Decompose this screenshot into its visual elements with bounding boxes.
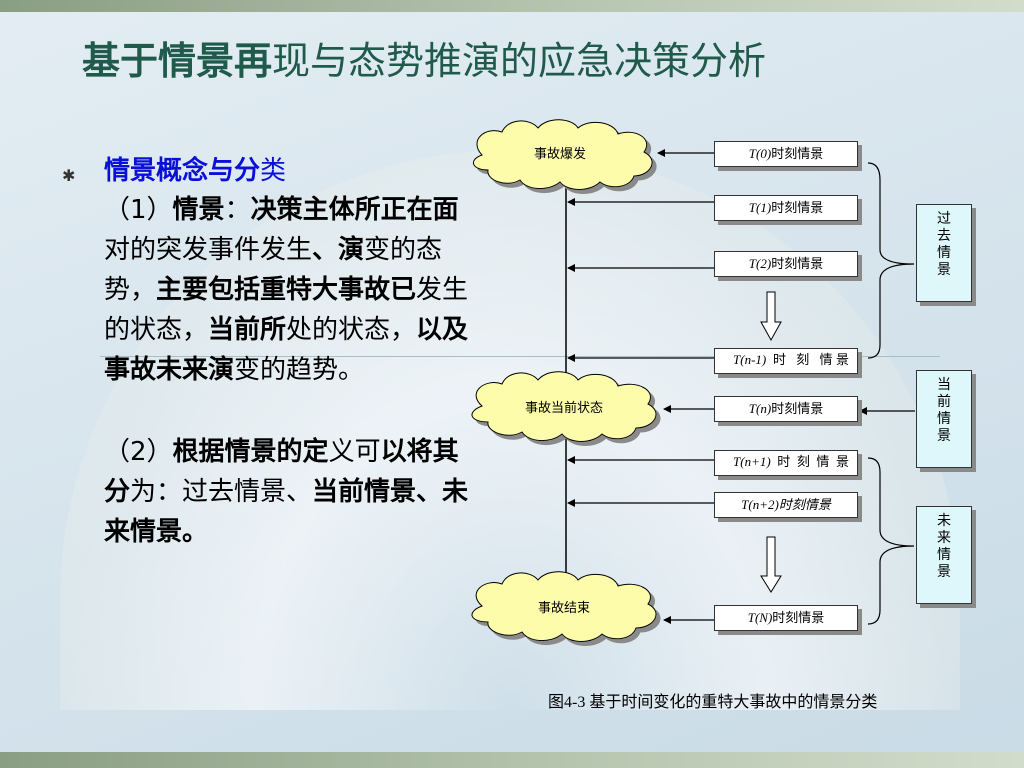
moment-symbol: T bbox=[733, 352, 741, 367]
moment-box-t2: T(2)时刻情景 bbox=[714, 251, 858, 277]
cloud-label-end: 事故结束 bbox=[537, 601, 590, 616]
brace-past bbox=[867, 162, 915, 359]
slide-title: 基于情景再现与态势推演的应急决策分析 bbox=[82, 30, 766, 85]
para1-seg: 决策主体所正在面 bbox=[250, 195, 459, 225]
moment-suffix: 时刻情景 bbox=[771, 401, 824, 416]
cloud-end bbox=[471, 571, 657, 642]
moment-index: (n+1) bbox=[740, 454, 771, 469]
classification-paragraph: （2）根据情景的定义可以将其分为：过去情景、当前情景、未来情景。 bbox=[104, 432, 484, 552]
concept-heading-rest: 类 bbox=[260, 156, 287, 186]
category-label-future: 未来情景 bbox=[937, 513, 951, 580]
para1-seg: 变的趋势。 bbox=[234, 355, 365, 385]
moment-suffix: 时刻情景 bbox=[772, 610, 825, 625]
moment-suffix: 时刻情景 bbox=[778, 497, 831, 512]
para2-seg: 义可 bbox=[328, 437, 381, 467]
cloud-current bbox=[471, 371, 657, 442]
moment-index: (1) bbox=[756, 200, 772, 215]
slide-title-bold: 基于情景再 bbox=[82, 39, 273, 83]
top-decorative-band bbox=[0, 0, 1024, 12]
para1-seg: 以及事故未来演 bbox=[104, 315, 469, 385]
concept-heading-bold: 情景概念与分 bbox=[104, 156, 261, 186]
moment-box-tn: T(n)时刻情景 bbox=[714, 396, 858, 422]
moment-box-tn-1: T(n-1) 时 刻 情景 bbox=[714, 348, 858, 374]
moment-symbol: T bbox=[748, 256, 757, 271]
moment-symbol: T bbox=[733, 454, 741, 469]
para1-seg: 、演 bbox=[312, 235, 365, 265]
moment-index: (N) bbox=[754, 610, 773, 625]
moment-suffix: 时刻情景 bbox=[770, 454, 849, 469]
hollow-down-arrow-future bbox=[760, 536, 782, 593]
moment-box-tn+2: T(n+2)时刻情景 bbox=[714, 492, 858, 518]
moment-suffix: 时 刻 情景 bbox=[766, 352, 849, 367]
moment-suffix: 时刻情景 bbox=[771, 256, 824, 271]
background-horizontal-rule bbox=[100, 356, 940, 357]
para1-seg: 当前所 bbox=[208, 315, 287, 345]
moment-box-tN: T(N)时刻情景 bbox=[714, 605, 858, 631]
moment-box-tn+1: T(n+1)时刻情景 bbox=[714, 450, 858, 476]
definition-paragraph: （1）情景：决策主体所正在面对的突发事件发生、演变的态势，主要包括重特大事故已发… bbox=[104, 190, 484, 390]
moment-box-t0: T(0)时刻情景 bbox=[714, 141, 858, 167]
figure-caption: 图4-3 基于时间变化的重特大事故中的情景分类 bbox=[548, 694, 878, 711]
para1-seg: 变的态势， bbox=[104, 235, 443, 305]
para1-seg: 对的突发事件发生 bbox=[104, 235, 313, 265]
moment-symbol: T bbox=[748, 146, 757, 161]
brace-future bbox=[867, 457, 915, 625]
concept-heading: 情景概念与分类 bbox=[104, 150, 484, 187]
para1-seg: （1） bbox=[104, 195, 173, 225]
para2-seg: 根据情景的定 bbox=[172, 437, 329, 467]
category-label-past: 过去情景 bbox=[937, 211, 951, 278]
category-label-present: 当前情景 bbox=[937, 377, 951, 444]
para1-seg: 处的状态， bbox=[286, 315, 417, 345]
moment-index: (n+2) bbox=[748, 497, 779, 512]
para2-seg: 以将其分 bbox=[104, 437, 459, 507]
bottom-decorative-band bbox=[0, 752, 1024, 768]
moment-symbol: T bbox=[748, 200, 757, 215]
para1-seg: 情景 bbox=[172, 195, 225, 225]
moment-index: (n) bbox=[756, 401, 772, 416]
bullet-asterisk-icon: ✱ bbox=[62, 166, 76, 185]
cloud-label-current: 事故当前状态 bbox=[524, 401, 603, 416]
cloud-label-start: 事故爆发 bbox=[533, 147, 586, 162]
category-box-future: 未来情景 bbox=[916, 506, 972, 604]
hollow-down-arrow-past bbox=[760, 291, 782, 342]
category-box-present: 当前情景 bbox=[916, 370, 972, 468]
para2-seg: （2） bbox=[104, 437, 173, 467]
para1-seg: 发生的状态， bbox=[104, 275, 469, 345]
moment-symbol: T bbox=[741, 497, 749, 512]
moment-index: (n-1) bbox=[740, 352, 767, 367]
moment-index: (2) bbox=[756, 256, 772, 271]
category-box-past: 过去情景 bbox=[916, 204, 972, 302]
para1-seg: 主要包括重特大事故已 bbox=[156, 275, 417, 305]
slide-title-rest: 现与态势推演的应急决策分析 bbox=[272, 39, 767, 83]
para2-seg: 当前情景、未来情景。 bbox=[104, 477, 469, 547]
moment-index: (0) bbox=[756, 146, 772, 161]
moment-symbol: T bbox=[748, 401, 757, 416]
moment-box-t1: T(1)时刻情景 bbox=[714, 195, 858, 221]
para1-seg: ： bbox=[224, 195, 251, 225]
para2-seg: 为：过去情景、 bbox=[130, 477, 313, 507]
cloud-start bbox=[473, 119, 653, 190]
moment-suffix: 时刻情景 bbox=[771, 200, 824, 215]
moment-suffix: 时刻情景 bbox=[771, 146, 824, 161]
moment-symbol: T bbox=[747, 610, 755, 625]
